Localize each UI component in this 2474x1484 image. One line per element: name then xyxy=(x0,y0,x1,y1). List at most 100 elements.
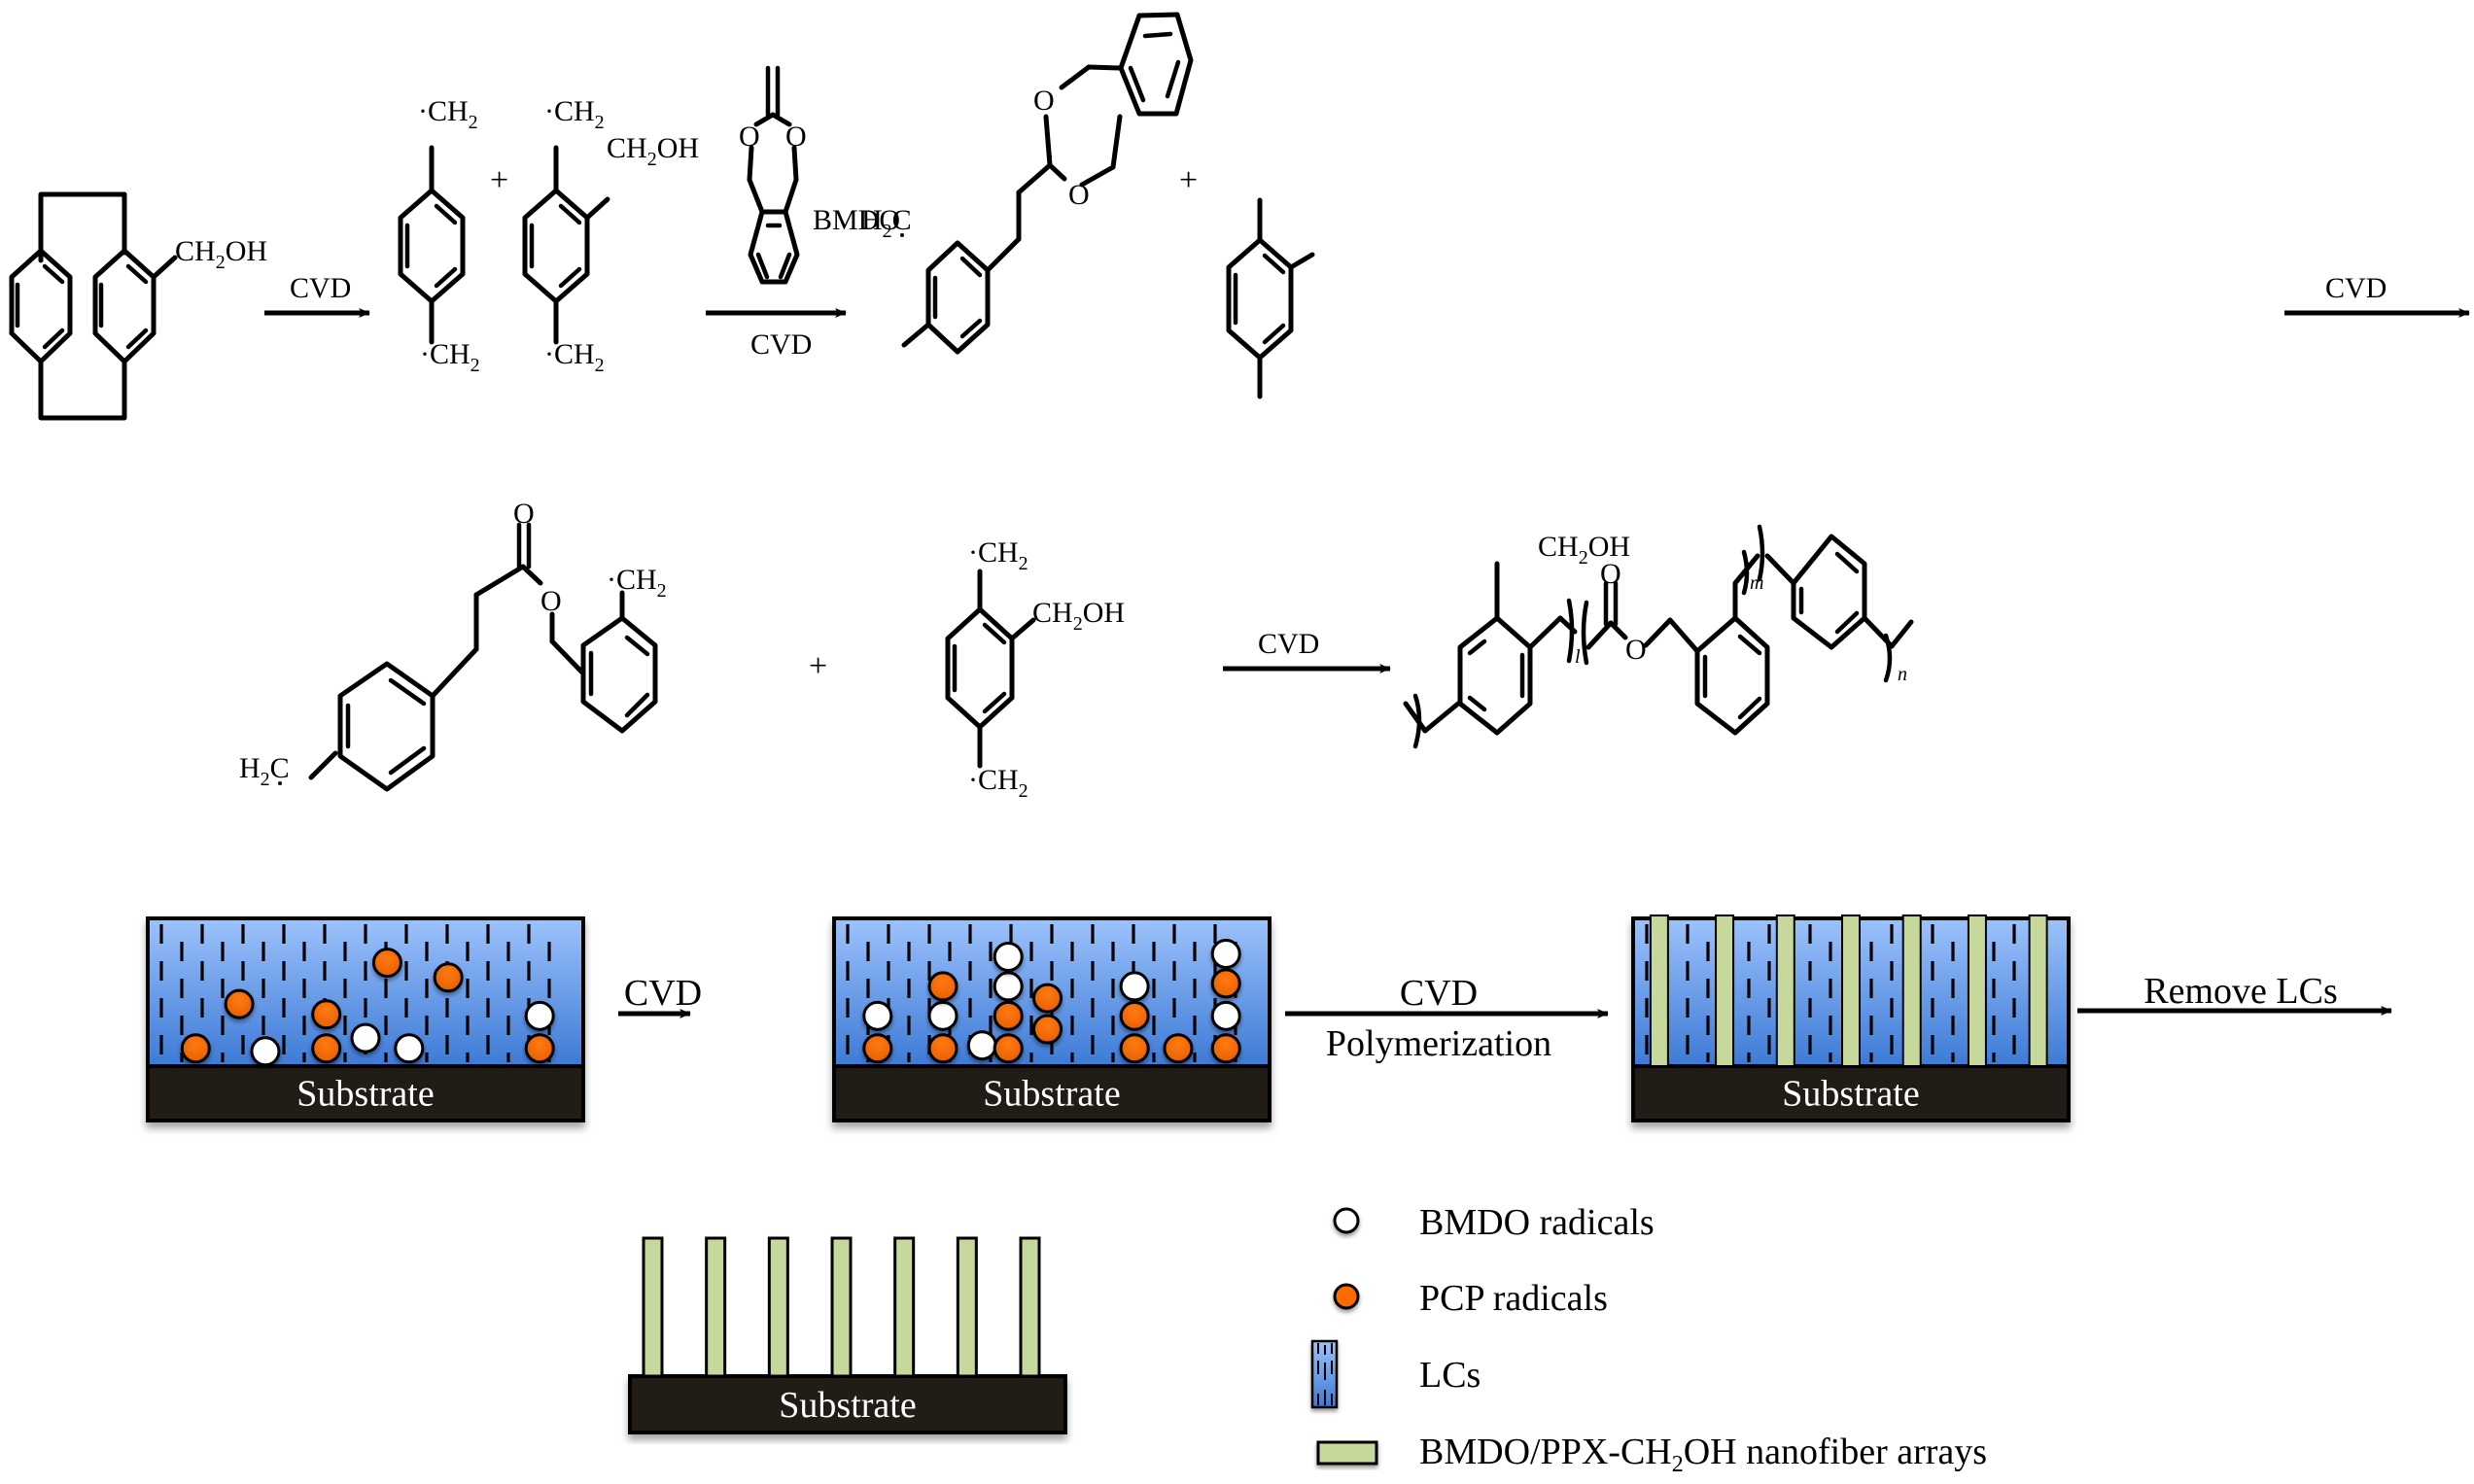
stage3-panel: Substrate xyxy=(1631,915,2071,1122)
arrow-cvd-1-label: CVD xyxy=(290,272,351,304)
arrow-process-2-top: CVD xyxy=(1400,973,1478,1014)
ch2-radical-bottom-2: ·CH2 xyxy=(544,338,605,376)
pcp-radical xyxy=(927,1033,958,1064)
final-nanofiber-panel: Substrate xyxy=(628,1236,1067,1434)
nanofiber xyxy=(1967,915,1987,1067)
ester-h2c-radical: H2C xyxy=(239,752,290,790)
pcp-radical xyxy=(862,1033,893,1064)
nanofiber xyxy=(1901,915,1922,1067)
ester-ch2-radical: ·CH2 xyxy=(607,564,667,602)
legend: BMDO radicals PCP radicals LCs BMDO/PPX-… xyxy=(1310,1202,1987,1477)
bmdo-molecule xyxy=(747,65,800,285)
bmdo-radical xyxy=(250,1036,281,1067)
stage1-panel: Substrate xyxy=(146,916,585,1122)
ester-o: O xyxy=(540,585,562,617)
bmdo-radical xyxy=(966,1030,997,1061)
copolymer-structure xyxy=(1403,524,1914,749)
bmdo-radical xyxy=(862,1000,893,1031)
arrow-cvd-2-label: CVD xyxy=(750,328,812,361)
pcp-radical xyxy=(1032,1014,1063,1045)
plus-sign-1: + xyxy=(490,162,508,198)
legend-lc-symbol xyxy=(1310,1339,1339,1409)
substrate xyxy=(832,1064,1272,1122)
legend-pcp-symbol xyxy=(1333,1283,1360,1310)
subscript-n: n xyxy=(1898,664,1907,685)
legend-bmdo-symbol xyxy=(1333,1207,1360,1234)
pcp-radical xyxy=(524,1033,555,1064)
ch2-radical-bottom-p1: ·CH2 xyxy=(420,338,480,376)
bmdo-radical xyxy=(1210,938,1241,969)
arrow-process-1-label: CVD xyxy=(624,973,702,1014)
ester-radical xyxy=(308,522,658,792)
hydroxymethyl-xylylene-radical-2 xyxy=(1226,197,1315,399)
nanofiber xyxy=(1775,915,1795,1067)
adduct-o-bottom: O xyxy=(1068,179,1090,211)
polymer-ester-o: O xyxy=(1625,634,1647,666)
bmdo-label: BMDO xyxy=(813,204,900,236)
pcp-radical xyxy=(927,971,958,1002)
nanofiber xyxy=(642,1236,664,1378)
bmdo-radical xyxy=(993,971,1024,1002)
final-body xyxy=(628,1374,1067,1434)
arrow-cvd-4-label: CVD xyxy=(1258,628,1319,660)
hydroxymethyl-paracyclophane xyxy=(9,191,178,421)
arrow-cvd-3-label: CVD xyxy=(2325,272,2387,304)
ch2oh-label-4: CH2OH xyxy=(1032,597,1125,635)
pcp-radical xyxy=(1119,1000,1150,1031)
bmdo-radical xyxy=(927,1000,958,1031)
bmdo-radical xyxy=(993,942,1024,973)
plus-sign-3: + xyxy=(809,648,827,684)
arrow-process-3-label: Remove LCs xyxy=(2143,971,2337,1012)
pcp-radical xyxy=(1163,1033,1194,1064)
pcp-radical xyxy=(1210,968,1241,999)
substrate-label: Substrate xyxy=(983,1073,1120,1114)
ch2-radical-top-4: ·CH2 xyxy=(968,536,1028,574)
substrate xyxy=(1631,1064,2071,1122)
pcp-radical xyxy=(180,1033,211,1064)
hydroxymethyl-xylylene-radical-3 xyxy=(945,569,1036,769)
pcp-radical xyxy=(311,1033,342,1064)
subscript-l: l xyxy=(1575,646,1581,668)
substrate xyxy=(628,1374,1067,1434)
p-xylylene-radical xyxy=(398,145,466,345)
stage2-panel: Substrate xyxy=(832,916,1272,1122)
nanofiber xyxy=(956,1236,978,1378)
hydroxymethyl-xylylene-radical-1 xyxy=(522,145,610,345)
adduct-h2c-dot xyxy=(900,233,904,237)
ch2-radical-top-2: ·CH2 xyxy=(544,95,605,133)
ester-carbonyl-o: O xyxy=(513,498,535,530)
adduct-radical-dot xyxy=(1048,155,1052,158)
pcp-radical xyxy=(433,962,464,993)
pcp-radical xyxy=(311,999,342,1030)
legend-pcp-label: PCP radicals xyxy=(1419,1278,1608,1319)
polymer-ch2oh: CH2OH xyxy=(1538,531,1630,569)
subscript-m: m xyxy=(1750,572,1763,594)
bmdo-o-left: O xyxy=(739,121,760,153)
plus-sign-2: + xyxy=(1179,162,1198,198)
ch2-radical-top-1: ·CH2 xyxy=(418,95,478,133)
legend-nanofiber-label: BMDO/PPX-CH2OH nanofiber arrays xyxy=(1419,1432,1987,1477)
bmdo-radical xyxy=(524,1000,555,1031)
bmdo-o-right: O xyxy=(785,121,807,153)
nanofiber xyxy=(767,1236,789,1378)
ch2oh-label-1: CH2OH xyxy=(175,235,267,273)
pcp-radical xyxy=(1032,983,1063,1014)
substrate-label: Substrate xyxy=(779,1385,916,1426)
bmdo-radical xyxy=(350,1022,381,1053)
bmdo-radical xyxy=(1210,1000,1241,1031)
nanofiber xyxy=(705,1236,727,1378)
pcp-radical xyxy=(371,948,402,979)
substrate-label: Substrate xyxy=(296,1073,434,1114)
pcp-radical xyxy=(224,988,255,1019)
nanofiber xyxy=(2028,915,2048,1067)
ester-h2c-dot xyxy=(278,781,282,785)
ch2oh-label-2: CH2OH xyxy=(607,132,699,170)
pcp-radical xyxy=(993,1033,1024,1064)
pcp-radical xyxy=(993,1000,1024,1031)
nanofiber xyxy=(1649,915,1669,1067)
legend-bmdo-label: BMDO radicals xyxy=(1419,1202,1655,1243)
substrate-label: Substrate xyxy=(1782,1073,1919,1114)
polymer-carbonyl-o: O xyxy=(1600,558,1621,590)
nanofiber xyxy=(830,1236,853,1378)
